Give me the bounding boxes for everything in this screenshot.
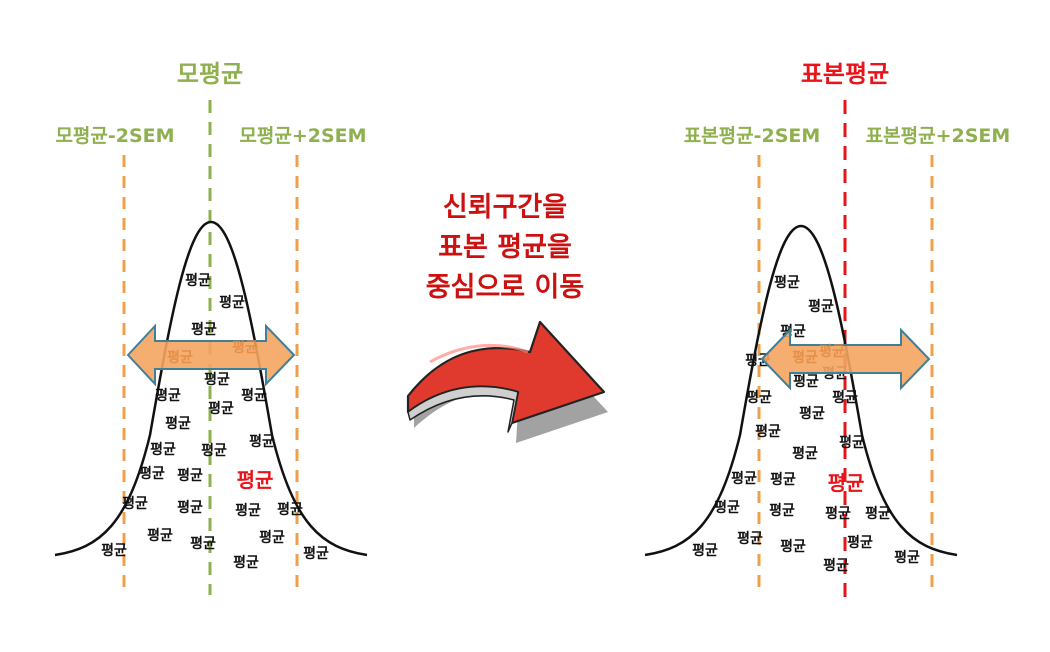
middle-line-2: 표본 평균을 — [438, 232, 572, 263]
left-sample-label: 평균 — [122, 495, 148, 512]
right-sample-label: 평균 — [839, 434, 865, 451]
right-arrow-label-2: 평균 — [819, 343, 845, 360]
left-normal-curve — [54, 220, 368, 557]
left-sample-label: 평균 — [147, 527, 173, 544]
right-sample-label: 평균 — [714, 499, 740, 516]
right-highlight-label: 평균 — [828, 471, 865, 495]
right-sample-label: 평균 — [746, 389, 772, 406]
left-sample-label: 평균 — [155, 387, 181, 404]
right-sample-label: 평균 — [755, 423, 781, 440]
right-title: 표본평균 — [801, 60, 889, 88]
right-arrow-label-1: 평균 — [792, 349, 818, 366]
right-sample-label: 평균 — [832, 389, 858, 406]
right-sample-label: 평균 — [737, 530, 763, 547]
left-arrow-label-2: 평균 — [232, 339, 258, 356]
left-sample-label: 평균 — [204, 371, 230, 388]
middle-section: 신뢰구간을 표본 평균을 중심으로 이동 — [406, 192, 608, 443]
left-sample-label: 평균 — [208, 400, 234, 417]
left-arrow-label-1: 평균 — [167, 349, 193, 366]
left-sample-label: 평균 — [101, 542, 127, 559]
left-sample-label: 평균 — [201, 442, 227, 459]
right-sample-label: 평균 — [774, 274, 800, 291]
right-sample-label: 평균 — [731, 470, 757, 487]
left-sample-label: 평균 — [219, 294, 245, 311]
right-sample-label: 평균 — [780, 538, 806, 555]
right-sample-label: 평균 — [793, 373, 819, 390]
left-sample-label: 평균 — [139, 465, 165, 482]
right-sample-label: 평균 — [769, 502, 795, 519]
right-sample-label: 평균 — [799, 405, 825, 422]
left-sample-label: 평균 — [277, 501, 303, 518]
left-sample-label: 평균 — [259, 529, 285, 546]
right-interval-arrow — [760, 327, 931, 391]
left-plus-label: 모평균+2SEM — [239, 125, 366, 147]
left-sample-label: 평균 — [249, 433, 275, 450]
right-plus-label: 표본평균+2SEM — [866, 125, 1011, 147]
left-minus-label: 모평균-2SEM — [55, 125, 174, 147]
middle-line-3: 중심으로 이동 — [426, 272, 584, 303]
left-sample-label: 평균 — [150, 441, 176, 458]
left-sample-label: 평균 — [191, 321, 217, 338]
right-normal-curve — [644, 224, 958, 557]
right-sample-label: 평균 — [808, 298, 834, 315]
left-sample-label: 평균 — [177, 467, 203, 484]
left-highlight-label: 평균 — [237, 468, 274, 492]
left-sample-label: 평균 — [233, 554, 259, 571]
left-sample-label: 평균 — [165, 415, 191, 432]
left-sample-label: 평균 — [241, 387, 267, 404]
left-sample-label: 평균 — [303, 545, 329, 562]
middle-line-1: 신뢰구간을 — [443, 192, 567, 223]
left-sample-label: 평균 — [235, 502, 261, 519]
left-sample-label: 평균 — [177, 499, 203, 516]
right-sample-label: 평균 — [823, 557, 849, 574]
right-sample-label: 평균 — [792, 445, 818, 462]
right-sample-label: 평균 — [770, 471, 796, 488]
left-sample-label: 평균 — [190, 535, 216, 552]
left-title: 모평균 — [177, 60, 243, 88]
right-minus-label: 표본평균-2SEM — [684, 125, 821, 147]
right-sample-label: 평균 — [865, 505, 891, 522]
left-interval-arrow — [126, 323, 296, 387]
right-sample-label: 평균 — [847, 534, 873, 551]
right-sample-label: 평균 — [692, 542, 718, 559]
right-sample-label: 평균 — [825, 505, 851, 522]
right-sample-label: 평균 — [894, 549, 920, 566]
left-sample-label: 평균 — [185, 272, 211, 289]
big-curved-arrow-icon — [406, 320, 608, 443]
